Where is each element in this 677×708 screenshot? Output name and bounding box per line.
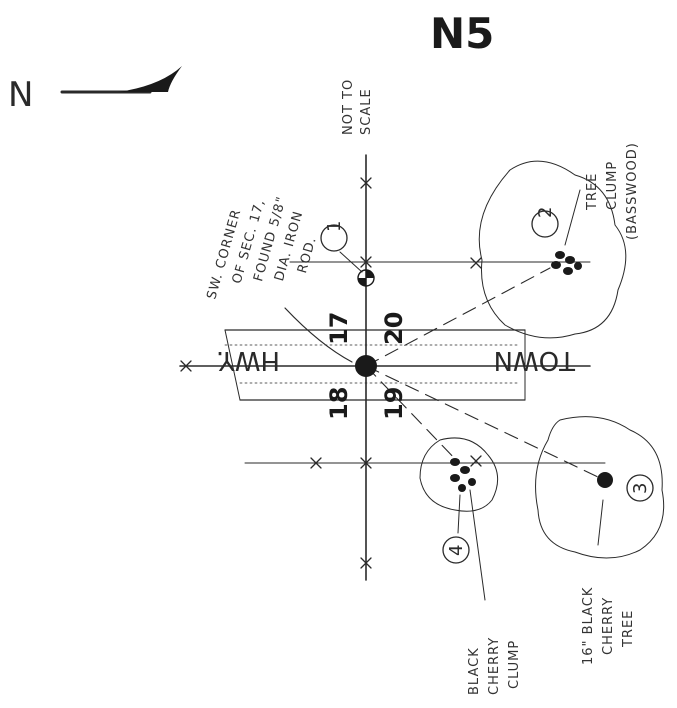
svg-text:CHERRY: CHERRY xyxy=(601,597,616,655)
road-label-town: TOWN xyxy=(493,345,576,375)
svg-text:CLUMP: CLUMP xyxy=(507,640,522,689)
tree-3-dot xyxy=(597,472,613,488)
tree-clump-2: 2 TREE CLUMP (BASSWOOD) xyxy=(478,142,640,339)
road-label-hwy: HWY. xyxy=(216,345,280,375)
sheet-title: N5 xyxy=(430,9,494,58)
svg-text:BLACK: BLACK xyxy=(467,647,482,695)
svg-text:1: 1 xyxy=(324,221,345,232)
north-arrow-head-icon xyxy=(118,66,182,92)
svg-text:TREE: TREE xyxy=(621,610,636,648)
section-corner-marker xyxy=(355,355,377,377)
road: HWY. TOWN xyxy=(216,329,576,401)
svg-text:CLUMP: CLUMP xyxy=(605,161,620,210)
svg-text:CHERRY: CHERRY xyxy=(487,637,502,695)
svg-text:TREE: TREE xyxy=(585,173,600,211)
section-number-ne: 17 xyxy=(325,312,353,345)
svg-text:2: 2 xyxy=(535,207,556,218)
corner-note: SW. CORNER OF SEC. 17, FOUND 5/8" DIA. I… xyxy=(204,195,320,302)
scale-note: NOT TO SCALE xyxy=(341,79,374,135)
svg-text:ROD.: ROD. xyxy=(295,235,320,275)
svg-text:4: 4 xyxy=(446,545,467,556)
svg-text:16" BLACK: 16" BLACK xyxy=(581,587,596,665)
svg-text:(BASSWOOD): (BASSWOOD) xyxy=(625,142,640,240)
tree-clump-4: 4 BLACK CHERRY CLUMP xyxy=(419,437,522,695)
north-letter: N xyxy=(8,75,33,115)
svg-text:SCALE: SCALE xyxy=(359,88,374,135)
section-number-se: 20 xyxy=(380,312,408,345)
section-number-nw: 18 xyxy=(325,387,353,420)
tree-3: 3 16" BLACK CHERRY TREE xyxy=(535,416,665,665)
svg-text:NOT TO: NOT TO xyxy=(341,79,356,135)
svg-text:3: 3 xyxy=(630,483,651,494)
section-number-sw: 19 xyxy=(380,387,408,420)
marker-1: 1 xyxy=(320,221,375,287)
north-arrow: N xyxy=(8,66,182,115)
